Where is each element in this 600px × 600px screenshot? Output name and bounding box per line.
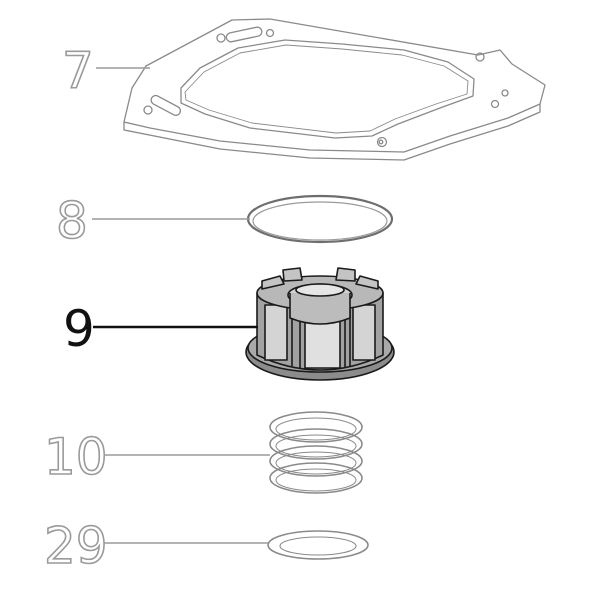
part-7-gasket-plate[interactable] bbox=[123, 18, 546, 161]
part-8-o-ring[interactable] bbox=[246, 194, 394, 244]
part-10-spring[interactable] bbox=[269, 411, 363, 494]
callout-9[interactable]: 9 bbox=[63, 300, 95, 358]
callout-numbers: 7 8 9 10 29 bbox=[43, 41, 108, 576]
part-29-washer[interactable] bbox=[267, 530, 369, 560]
callout-8[interactable]: 8 bbox=[55, 191, 88, 251]
callout-7[interactable]: 7 bbox=[61, 41, 94, 101]
callout-29[interactable]: 29 bbox=[43, 516, 108, 576]
part-9-crowned-cap[interactable] bbox=[245, 267, 395, 381]
leader-lines bbox=[92, 67, 270, 544]
callout-10[interactable]: 10 bbox=[43, 427, 108, 487]
